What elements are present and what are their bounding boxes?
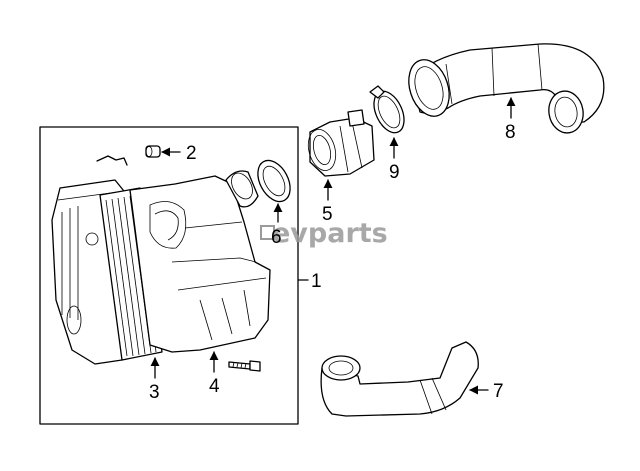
gasket-part xyxy=(257,159,291,203)
watermark-text: evparts xyxy=(272,218,388,249)
watermark-logo: evparts xyxy=(260,218,388,249)
callout-1: 1 xyxy=(311,271,322,292)
bolt-part xyxy=(228,360,261,372)
bracket-clip-part xyxy=(96,155,128,166)
clamp-part xyxy=(369,85,405,134)
assembly-frame xyxy=(39,126,299,425)
callout-6: 6 xyxy=(271,227,282,248)
callout-9: 9 xyxy=(389,162,400,183)
air-cleaner-housing xyxy=(51,170,271,365)
sensor-flange-part xyxy=(307,109,375,177)
grommet-part xyxy=(145,145,161,158)
callout-8: 8 xyxy=(505,122,516,143)
callout-4: 4 xyxy=(209,376,220,397)
callout-3: 3 xyxy=(149,382,160,403)
callout-2: 2 xyxy=(186,143,197,164)
callout-7: 7 xyxy=(493,381,504,402)
callout-5: 5 xyxy=(322,204,333,225)
lower-intake-duct xyxy=(320,341,479,417)
upper-intake-duct xyxy=(408,43,605,134)
